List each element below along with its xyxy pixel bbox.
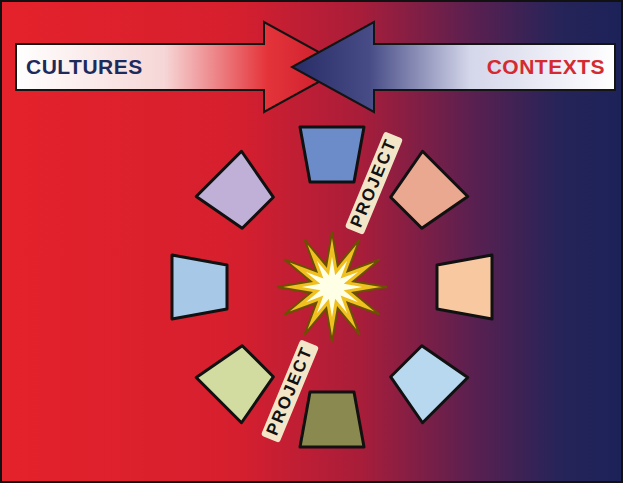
- segment-group: [172, 127, 492, 447]
- segment: [196, 339, 280, 423]
- segment: [172, 255, 227, 319]
- arrow-label: CONTEXTS: [487, 55, 605, 79]
- segment: [300, 392, 364, 447]
- segment: [300, 127, 364, 182]
- segment: [437, 255, 492, 319]
- segment: [384, 339, 468, 423]
- burst-star: [277, 232, 387, 342]
- segment: [196, 151, 280, 235]
- arrow-label: CULTURES: [26, 55, 143, 79]
- segment: [384, 151, 468, 235]
- arrow-shape: CONTEXTS: [292, 22, 615, 112]
- arrow-body: [292, 22, 615, 112]
- burst-core: [302, 257, 363, 318]
